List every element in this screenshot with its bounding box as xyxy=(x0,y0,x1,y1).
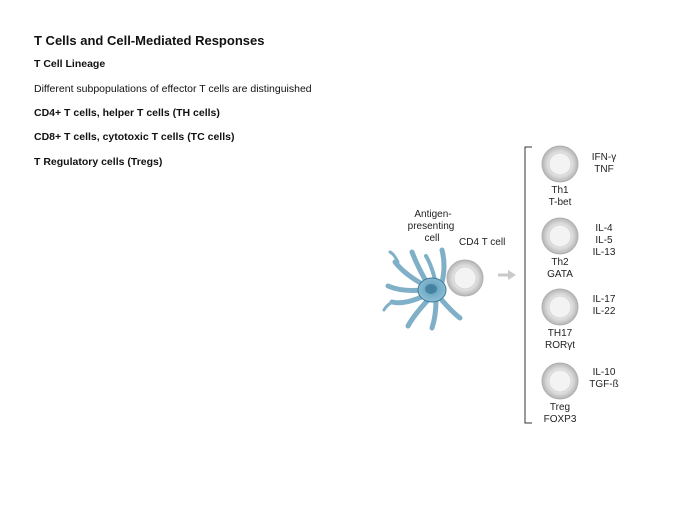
slide-title: T Cells and Cell-Mediated Responses xyxy=(34,33,265,48)
treg-cytokine-1: IL-10 xyxy=(593,367,616,378)
subset-treg: Treg FOXP3 IL-10 TGF-ß xyxy=(541,362,619,425)
subset-th1: Th1 T-bet IFN-γ TNF xyxy=(541,145,616,208)
subset-th17: TH17 RORγt IL-17 IL-22 xyxy=(541,288,616,351)
treg-name: Treg xyxy=(550,402,570,413)
text-subpopulations: Different subpopulations of effector T c… xyxy=(34,83,312,95)
th17-cytokine-1: IL-17 xyxy=(593,294,616,305)
th2-cytokine-3: IL-13 xyxy=(593,247,616,258)
treg-factor: FOXP3 xyxy=(544,414,577,425)
text-cd8: CD8+ T cells, cytotoxic T cells (TC cell… xyxy=(34,131,235,143)
th2-cytokine-1: IL-4 xyxy=(595,223,613,234)
th17-name: TH17 xyxy=(548,328,573,339)
th2-name: Th2 xyxy=(551,257,569,268)
apc-label-3: cell xyxy=(424,233,439,244)
treg-cytokine-2: TGF-ß xyxy=(589,379,618,390)
th2-factor: GATA xyxy=(547,269,573,280)
apc-label-1: Antigen- xyxy=(414,209,451,220)
th1-cytokine-2: TNF xyxy=(594,164,613,175)
th1-cytokine-1: IFN-γ xyxy=(592,152,616,163)
th1-name: Th1 xyxy=(551,185,569,196)
differentiation-arrow xyxy=(498,270,516,280)
subset-th2: Th2 GATA IL-4 IL-5 IL-13 xyxy=(541,217,616,280)
text-cd4: CD4+ T cells, helper T cells (TH cells) xyxy=(34,107,220,119)
th1-factor: T-bet xyxy=(549,197,572,208)
cd4-label: CD4 T cell xyxy=(459,237,505,248)
apc-nucleus xyxy=(425,284,437,294)
heading-lineage: T Cell Lineage xyxy=(34,58,106,70)
text-treg: T Regulatory cells (Tregs) xyxy=(34,156,163,168)
th2-cytokine-2: IL-5 xyxy=(595,235,613,246)
th17-cytokine-2: IL-22 xyxy=(593,306,616,317)
th17-factor: RORγt xyxy=(545,340,575,351)
apc-label-2: presenting xyxy=(408,221,455,232)
subset-bracket xyxy=(524,146,532,424)
